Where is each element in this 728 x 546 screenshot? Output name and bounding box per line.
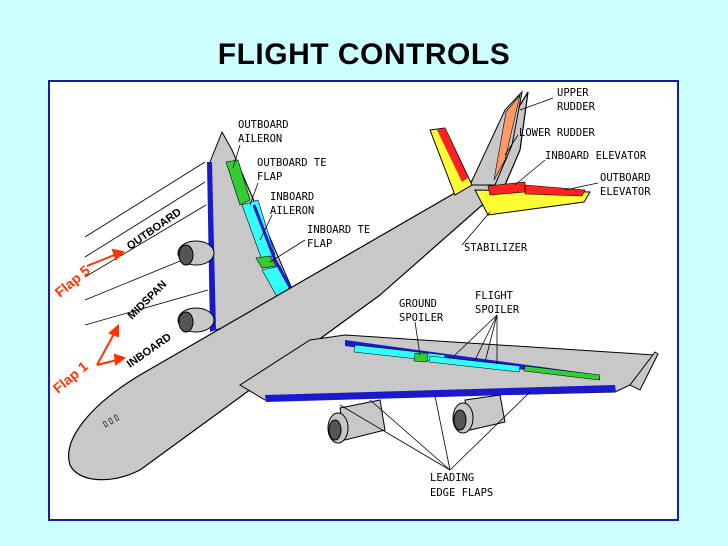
label-leading-edge-flaps-2: EDGE FLAPS [430,487,493,499]
label-outboard-aileron-1: OUTBOARD [238,119,289,131]
label-outboard-elevator-2: ELEVATOR [600,186,651,198]
label-flap5: Flap 5 [52,262,93,300]
near-wing [239,334,659,402]
left-elevator [437,128,468,182]
near-spoiler-2 [428,355,521,373]
page-title: FLIGHT CONTROLS [217,38,511,71]
label-inboard-elevator: INBOARD ELEVATOR [545,150,647,162]
near-leading-edge [265,385,616,402]
leader-lines [232,97,599,471]
far-engines [177,240,215,333]
label-lower-rudder: LOWER RUDDER [519,127,596,139]
label-flight-spoiler-2: SPOILER [475,304,520,316]
label-ground-spoiler-1: GROUND [399,298,437,310]
label-stabilizer: STABILIZER [464,242,528,254]
upper-rudder [493,94,521,181]
label-upper-rudder-2: RUDDER [557,101,596,113]
far-inboard-aileron [255,255,277,269]
ground-spoiler [413,352,429,363]
outboard-elevator [524,184,586,197]
label-outboard-te-flap-2: FLAP [257,171,282,183]
label-inboard-aileron-1: INBOARD [270,191,314,203]
label-outboard-elevator-1: OUTBOARD [600,172,651,184]
label-flight-spoiler-1: FLIGHT [475,290,514,302]
far-wing [207,130,298,332]
label-flap1: Flap 1 [50,358,91,396]
far-outboard-te-flap [241,199,276,261]
label-leading-edge-flaps-1: LEADING [430,472,474,484]
label-inboard-aileron-2: AILERON [270,205,314,217]
left-stabilizer [429,127,473,196]
label-midspan: MIDSPAN [126,278,170,322]
label-upper-rudder-1: UPPER [557,87,589,99]
flap-arrows [86,248,127,366]
near-engines [327,394,506,444]
near-aileron [523,365,601,381]
vertical-fin [469,90,523,186]
far-outboard-aileron [225,159,251,206]
horizontal-stabilizers [429,127,591,216]
label-outboard: OUTBOARD [125,206,184,252]
label-ground-spoiler-2: SPOILER [399,312,444,324]
label-outboard-te-flap-1: OUTBOARD TE [257,157,327,169]
label-inboard-te-flap-2: FLAP [307,238,332,250]
label-inboard-te-flap-1: INBOARD TE [307,224,370,236]
label-outboard-aileron-2: AILERON [238,133,282,145]
